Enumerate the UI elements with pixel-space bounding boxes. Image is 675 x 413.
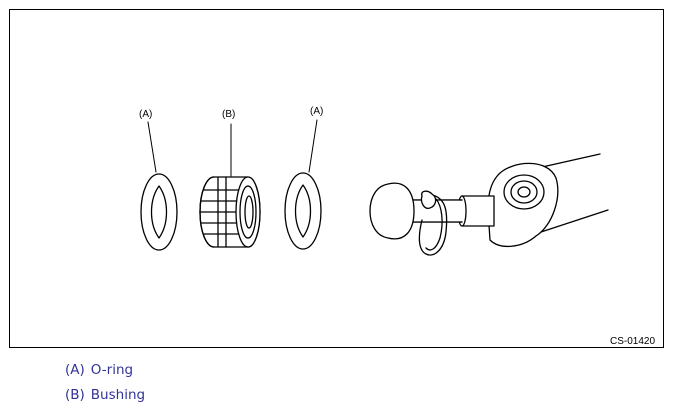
legend-key: (A) — [65, 362, 85, 378]
o-ring-left-icon — [140, 173, 178, 251]
bushing-icon — [199, 176, 261, 248]
callout-leader-right — [308, 119, 318, 173]
callout-label-middle: (B) — [222, 109, 235, 120]
callout-label-left: (A) — [139, 109, 152, 120]
o-ring-right-icon — [284, 172, 322, 250]
legend-label: Bushing — [90, 387, 146, 403]
shift-lever-assembly-icon — [369, 153, 609, 256]
figure-code: CS-01420 — [610, 336, 655, 347]
legend-key: (B) — [65, 387, 85, 403]
legend-label: O-ring — [90, 362, 134, 378]
callout-label-right: (A) — [310, 106, 323, 117]
legend-item-o-ring: (A) O-ring — [65, 362, 133, 378]
callout-leader-left — [147, 121, 157, 173]
legend-item-bushing: (B) Bushing — [65, 387, 145, 403]
